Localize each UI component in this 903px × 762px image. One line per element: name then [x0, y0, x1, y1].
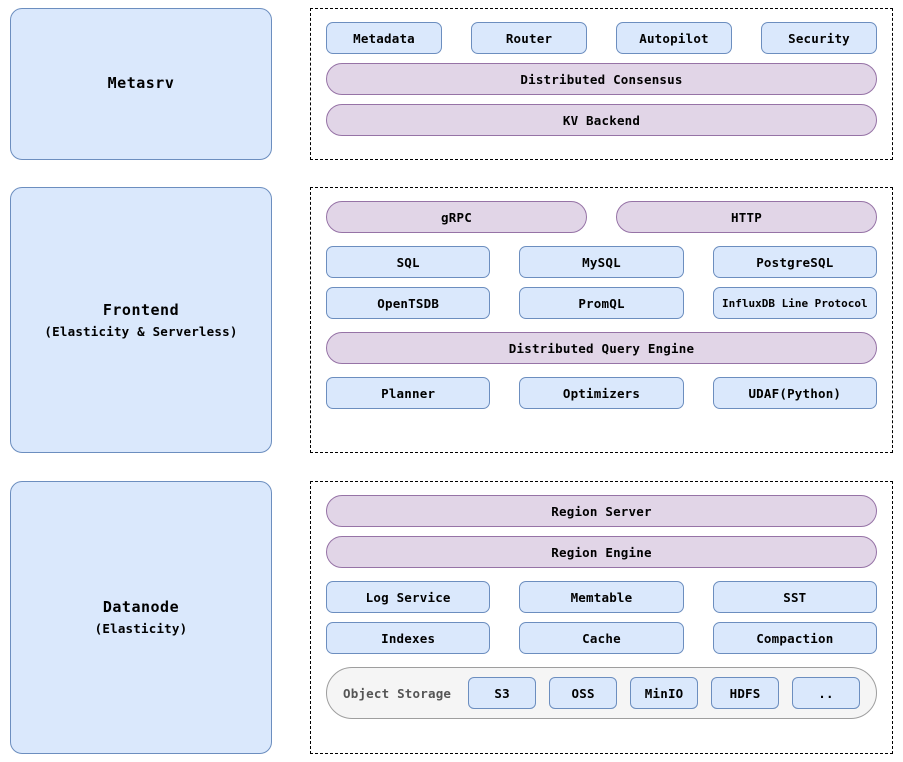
module-distributed-consensus[interactable]: Distributed Consensus	[326, 63, 877, 95]
module-influxdb-line-protocol[interactable]: InfluxDB Line Protocol	[712, 287, 877, 319]
component-panel-metasrv: Metasrv	[10, 8, 272, 160]
module-sst[interactable]: SST	[712, 581, 877, 613]
module-mysql[interactable]: MySQL	[519, 246, 684, 278]
module-region-server[interactable]: Region Server	[326, 495, 877, 527]
module-compaction[interactable]: Compaction	[712, 622, 877, 654]
frontend-engine-components-row: Planner Optimizers UDAF(Python)	[326, 377, 877, 409]
module-postgresql[interactable]: PostgreSQL	[712, 246, 877, 278]
datanode-spacer	[326, 719, 877, 740]
module-metadata[interactable]: Metadata	[326, 22, 442, 54]
component-panel-frontend: Frontend (Elasticity & Serverless)	[10, 187, 272, 453]
panel-subtitle-datanode: (Elasticity)	[94, 621, 188, 637]
datanode-region-server-row: Region Server	[326, 495, 877, 527]
module-http[interactable]: HTTP	[616, 201, 877, 233]
module-sql[interactable]: SQL	[326, 246, 491, 278]
metasrv-spacer	[326, 136, 877, 146]
component-group-frontend: gRPC HTTP SQL MySQL PostgreSQL OpenTSDB …	[310, 187, 893, 453]
storage-backend-oss[interactable]: OSS	[549, 677, 618, 709]
metasrv-modules-row: Metadata Router Autopilot Security	[326, 22, 877, 54]
module-router[interactable]: Router	[471, 22, 587, 54]
storage-backend-minio[interactable]: MinIO	[630, 677, 699, 709]
object-storage-container: Object Storage S3 OSS MinIO HDFS ..	[326, 667, 877, 719]
component-panel-datanode: Datanode (Elasticity)	[10, 481, 272, 754]
frontend-query-engine-row: Distributed Query Engine	[326, 332, 877, 364]
datanode-region-engine-row: Region Engine	[326, 536, 877, 568]
panel-title-datanode: Datanode	[102, 598, 180, 617]
frontend-protocol-row: gRPC HTTP	[326, 201, 877, 233]
metasrv-kv-row: KV Backend	[326, 104, 877, 136]
module-udaf-python[interactable]: UDAF(Python)	[712, 377, 877, 409]
module-region-engine[interactable]: Region Engine	[326, 536, 877, 568]
module-grpc[interactable]: gRPC	[326, 201, 587, 233]
storage-backend-more[interactable]: ..	[792, 677, 861, 709]
module-promql[interactable]: PromQL	[519, 287, 684, 319]
object-storage-backends: S3 OSS MinIO HDFS ..	[468, 677, 861, 709]
module-security[interactable]: Security	[761, 22, 877, 54]
module-optimizers[interactable]: Optimizers	[519, 377, 684, 409]
module-planner[interactable]: Planner	[326, 377, 491, 409]
frontend-query-languages-row-2: OpenTSDB PromQL InfluxDB Line Protocol	[326, 287, 877, 319]
module-distributed-query-engine[interactable]: Distributed Query Engine	[326, 332, 877, 364]
panel-subtitle-frontend: (Elasticity & Serverless)	[44, 323, 238, 339]
component-group-datanode: Region Server Region Engine Log Service …	[310, 481, 893, 754]
module-opentsdb[interactable]: OpenTSDB	[326, 287, 491, 319]
module-cache[interactable]: Cache	[519, 622, 684, 654]
component-group-metasrv: Metadata Router Autopilot Security Distr…	[310, 8, 893, 160]
frontend-spacer	[326, 409, 877, 439]
frontend-query-languages-row-1: SQL MySQL PostgreSQL	[326, 246, 877, 278]
panel-title-frontend: Frontend	[102, 300, 180, 319]
panel-title-metasrv: Metasrv	[107, 74, 175, 93]
object-storage-label: Object Storage	[343, 685, 452, 701]
module-memtable[interactable]: Memtable	[519, 581, 684, 613]
module-autopilot[interactable]: Autopilot	[616, 22, 732, 54]
module-log-service[interactable]: Log Service	[326, 581, 491, 613]
module-indexes[interactable]: Indexes	[326, 622, 491, 654]
metasrv-consensus-row: Distributed Consensus	[326, 63, 877, 95]
storage-backend-hdfs[interactable]: HDFS	[711, 677, 780, 709]
datanode-storage-components-row-1: Log Service Memtable SST	[326, 581, 877, 613]
module-kv-backend[interactable]: KV Backend	[326, 104, 877, 136]
storage-backend-s3[interactable]: S3	[468, 677, 537, 709]
datanode-storage-components-row-2: Indexes Cache Compaction	[326, 622, 877, 654]
